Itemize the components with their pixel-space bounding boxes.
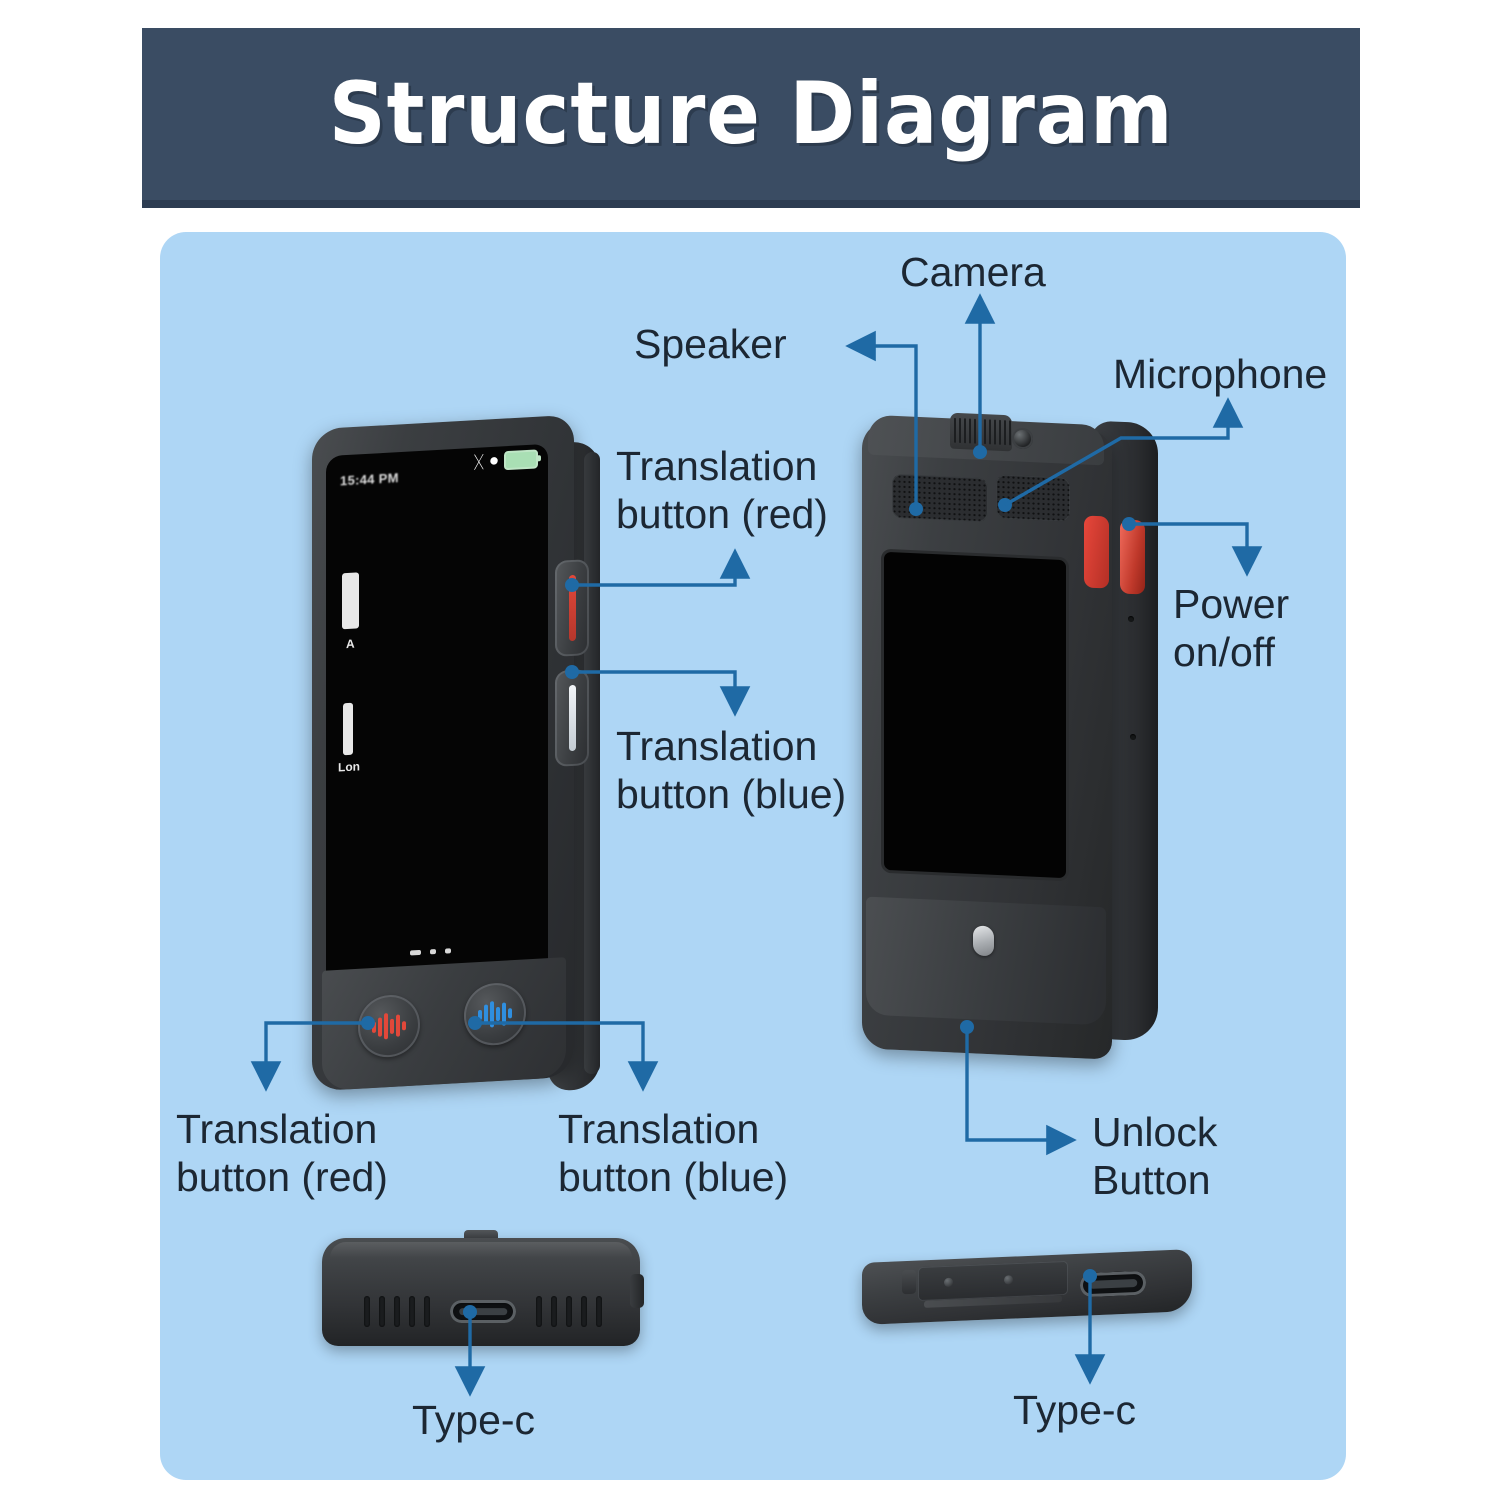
bottom-edge-view-left xyxy=(322,1230,644,1358)
label-translation-red-bottom-line2: button (red) xyxy=(176,1154,388,1201)
label-translation-blue-side: Translation button (blue) xyxy=(616,722,846,819)
label-power-line2: on/off xyxy=(1173,629,1275,676)
label-unlock: Unlock Button xyxy=(1092,1108,1217,1205)
label-translation-red-bottom: Translation button (red) xyxy=(176,1105,388,1202)
device-front-chin xyxy=(322,957,566,1091)
edge-right-tab xyxy=(902,1269,916,1295)
camera-lens-icon xyxy=(1012,427,1033,450)
edge-left-body xyxy=(322,1238,640,1346)
device-back-slide-panel xyxy=(866,896,1106,1026)
label-unlock-line2: Button xyxy=(1092,1157,1211,1204)
label-microphone: Microphone xyxy=(1113,351,1328,397)
power-button[interactable] xyxy=(1120,519,1145,595)
label-typec-left: Type-c xyxy=(412,1397,536,1443)
label-unlock-line1: Unlock xyxy=(1092,1109,1218,1155)
battery-icon xyxy=(504,449,538,471)
label-speaker: Speaker xyxy=(634,321,787,367)
screen-page-dots xyxy=(410,948,451,956)
bluetooth-icon: ᚷ xyxy=(473,452,484,472)
screw-icon-left xyxy=(944,1277,953,1288)
translation-button-red-side[interactable] xyxy=(1084,515,1109,589)
label-translation-red-bottom-line1: Translation xyxy=(176,1106,378,1152)
edge-side-button xyxy=(630,1274,644,1308)
device-back-screen xyxy=(884,551,1066,879)
device-front-view: 15:44 PM ᚷ ⏺ A Lon xyxy=(312,408,602,1098)
device-front-screen: 15:44 PM ᚷ ⏺ A Lon xyxy=(326,443,548,975)
unlock-button[interactable] xyxy=(973,924,994,957)
device-front-side-edge xyxy=(584,451,600,1075)
usb-c-port-right xyxy=(1080,1270,1146,1298)
label-translation-red-side-line1: Translation xyxy=(616,443,818,489)
page-title: Structure Diagram xyxy=(328,64,1174,164)
bottom-edge-view-right xyxy=(862,1248,1192,1358)
usb-c-port-left xyxy=(450,1300,516,1323)
label-translation-red-side: Translation button (red) xyxy=(616,442,828,539)
speaker-slots-right xyxy=(536,1296,602,1327)
side-translation-button-red[interactable] xyxy=(555,559,589,657)
waveform-icon xyxy=(478,1000,512,1028)
speaker-slots-left xyxy=(364,1296,430,1327)
camera-hump xyxy=(950,412,1012,452)
pinhole-bottom xyxy=(1130,733,1136,741)
label-typec-right: Type-c xyxy=(1013,1387,1137,1433)
translation-button-red[interactable] xyxy=(358,993,420,1059)
header-underline xyxy=(142,200,1360,208)
microphone-grille xyxy=(996,474,1070,522)
label-translation-red-side-line2: button (red) xyxy=(616,491,828,538)
label-translation-blue-side-line2: button (blue) xyxy=(616,771,847,818)
earpiece-slits-icon xyxy=(954,417,1012,446)
waveform-icon xyxy=(372,1012,406,1040)
translation-button-blue[interactable] xyxy=(464,981,526,1047)
screen-chip-top xyxy=(342,572,359,630)
label-power-line1: Power xyxy=(1173,581,1290,627)
screen-partial-word: Lon xyxy=(338,759,360,775)
speaker-grille xyxy=(892,473,988,523)
screen-letter: A xyxy=(346,636,355,652)
blue-bar-icon xyxy=(568,684,576,752)
side-translation-button-blue[interactable] xyxy=(555,669,589,767)
label-translation-blue-side-line1: Translation xyxy=(616,723,818,769)
label-power: Power on/off xyxy=(1173,580,1289,677)
label-translation-blue-bottom-line1: Translation xyxy=(558,1106,760,1152)
edge-nub xyxy=(464,1230,498,1240)
label-translation-blue-bottom-line2: button (blue) xyxy=(558,1154,789,1201)
label-camera: Camera xyxy=(900,249,1046,295)
page-header: Structure Diagram xyxy=(142,28,1360,200)
pinhole-top xyxy=(1128,615,1134,623)
device-back-view xyxy=(862,404,1162,1104)
label-translation-blue-bottom: Translation button (blue) xyxy=(558,1105,788,1202)
screen-chip-bottom xyxy=(343,702,353,756)
status-bar-icons: ᚷ ⏺ xyxy=(474,449,538,472)
screw-icon-right xyxy=(1004,1275,1013,1285)
red-bar-icon xyxy=(568,574,576,642)
status-bar-time: 15:44 PM xyxy=(340,470,399,489)
wifi-icon: ⏺ xyxy=(489,452,498,470)
